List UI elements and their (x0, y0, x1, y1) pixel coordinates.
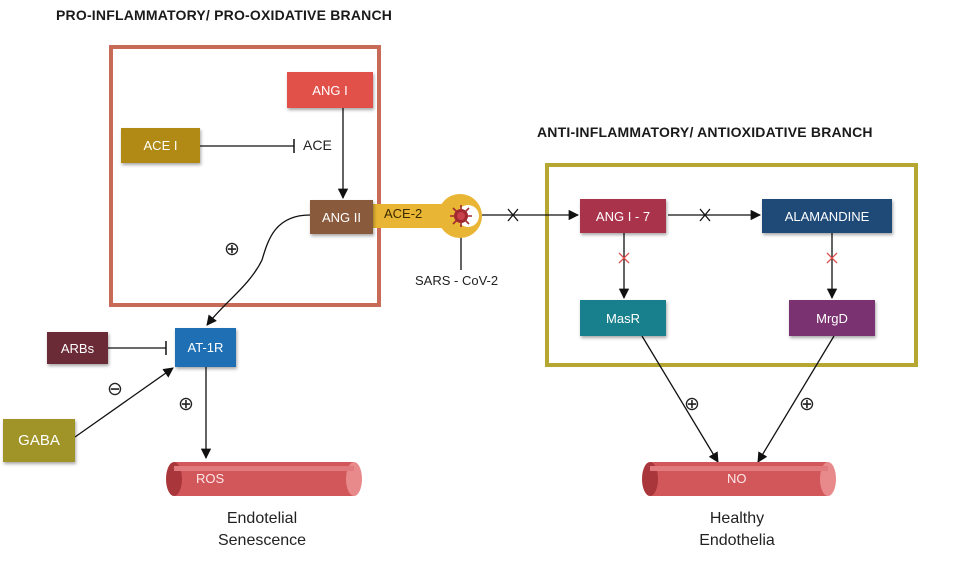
ace2-shape (372, 204, 446, 228)
arrow-masr-no (641, 335, 719, 463)
ace2-label: ACE-2 (384, 206, 423, 221)
ang-i-box: ANG I (287, 72, 373, 108)
arrow-mrgd-no (757, 335, 835, 463)
gaba-box: GABA (3, 419, 75, 462)
plus-sign-mrgd: ⊕ (799, 394, 815, 415)
right-caption: Healthy Endothelia (675, 508, 799, 552)
mrgd-box: MrgD (789, 300, 875, 336)
ros-label: ROS (196, 471, 225, 486)
alamandine-box: ALAMANDINE (762, 199, 892, 233)
left-caption-line1: Endotelial (226, 510, 298, 527)
left-caption: Endotelial Senescence (200, 508, 324, 552)
left-caption-line2: Senescence (217, 532, 307, 549)
ang-ii-box: ANG II (310, 200, 373, 234)
arrow-angii-at1r (206, 214, 311, 326)
ace-label: ACE (303, 137, 332, 153)
sars-cov-2-label: SARS - CoV-2 (415, 273, 499, 288)
plus-sign-angii: ⊕ (224, 239, 240, 260)
anti-branch-frame (545, 163, 918, 367)
ace-i-box: ACE I (121, 128, 200, 163)
pro-branch-frame (109, 45, 381, 307)
minus-sign-gaba: ⊖ (107, 379, 123, 400)
pro-branch-heading: PRO-INFLAMMATORY/ PRO-OXIDATIVE BRANCH (56, 7, 393, 23)
masr-box: MasR (580, 300, 666, 336)
right-caption-line2: Endothelia (699, 532, 775, 549)
right-caption-line1: Healthy (709, 510, 765, 527)
at-1r-box: AT-1R (175, 328, 236, 367)
ang-1-7-box: ANG I - 7 (580, 199, 666, 233)
arrow-gaba-at1r (74, 367, 174, 438)
no-label: NO (727, 471, 747, 486)
anti-branch-heading: ANTI-INFLAMMATORY/ ANTIOXIDATIVE BRANCH (537, 124, 873, 140)
no-vessel (642, 462, 836, 496)
ros-vessel (166, 462, 362, 496)
virus-icon (450, 205, 472, 227)
plus-sign-at1r: ⊕ (178, 394, 194, 415)
plus-sign-masr: ⊕ (684, 394, 700, 415)
arbs-box: ARBs (47, 332, 108, 364)
